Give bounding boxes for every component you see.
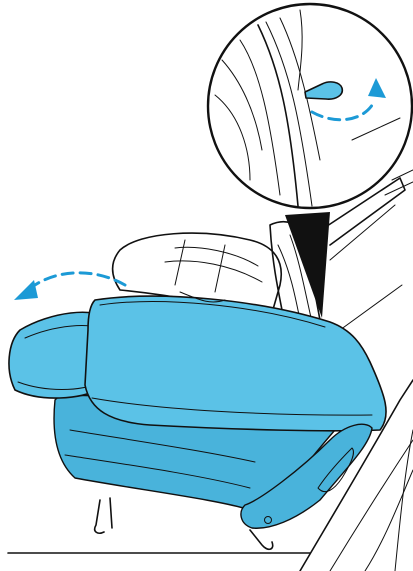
detail-magnifier bbox=[208, 4, 412, 208]
seat-cushion bbox=[9, 292, 386, 528]
curved-arrow-left-icon bbox=[14, 273, 125, 300]
